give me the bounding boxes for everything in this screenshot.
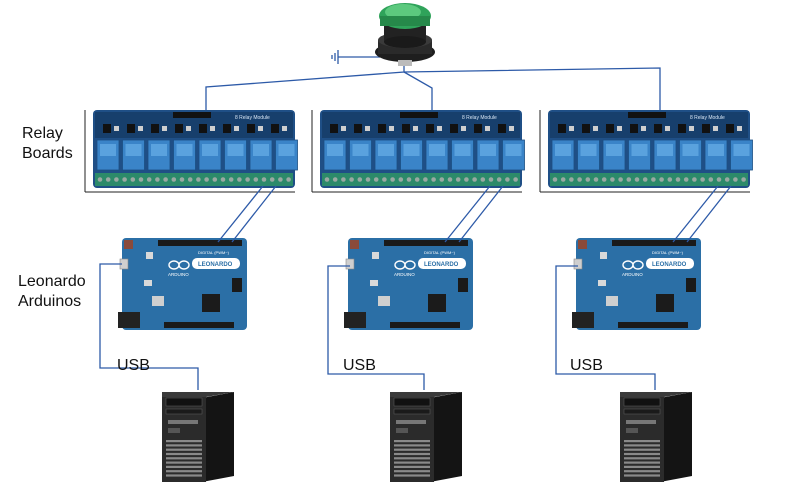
pc-grill (394, 440, 430, 477)
arduino-board-left: LEONARDO ARDUINO DIGITAL (PWM~) (118, 238, 247, 330)
arduino-model-text: LEONARDO (198, 262, 233, 268)
arduino-board-right: LEONARDO ARDUINO DIGITAL (PWM~) (572, 238, 701, 330)
wire-to-left-board (205, 66, 405, 110)
arduino-model-text: LEONARDO (424, 262, 459, 268)
leonardo-label-line2: Arduinos (18, 293, 82, 310)
relay-boards-label: Relay Boards (22, 124, 73, 164)
computer-left (162, 392, 234, 482)
relay-label-line1: Relay (22, 125, 63, 142)
usb-label-left: USB (117, 357, 150, 374)
arduino-logo-text: ARDUINO (168, 272, 189, 277)
wire-to-middle-board (403, 71, 433, 110)
pc-grill (624, 440, 660, 477)
usb-cables (99, 263, 656, 390)
relay-label-line2: Boards (22, 145, 73, 162)
usb-cable-left (99, 263, 199, 390)
usb-label-middle: USB (343, 357, 376, 374)
relay-board-middle: 8 Relay Module (311, 110, 525, 193)
wire-to-right-board (403, 67, 661, 110)
button-wires (205, 66, 661, 110)
computer-right (620, 392, 692, 482)
wire-right-a (672, 185, 719, 243)
wire-left-b (231, 185, 277, 243)
relay-silk-text: 8 Relay Module (462, 115, 497, 121)
arduino-boards: LEONARDO ARDUINO DIGITAL (PWM~) LEONARDO ARD… (118, 238, 701, 330)
relay-boards: 8 Relay Module 8 Relay Module 8 Relay Modu… (84, 110, 753, 193)
arduino-digital-text: DIGITAL (PWM~) (198, 250, 230, 255)
relay-arduino-wires (217, 185, 732, 243)
arduino-logo-text: ARDUINO (394, 272, 415, 277)
relay-silk-text: 8 Relay Module (690, 115, 725, 121)
wire-right-b (686, 185, 732, 243)
leonardo-label-line1: Leonardo (18, 273, 86, 290)
arduino-board-middle: LEONARDO ARDUINO DIGITAL (PWM~) (344, 238, 473, 330)
wire-middle-b (458, 185, 504, 243)
wire-middle-a (444, 185, 491, 243)
arduino-logo-text: ARDUINO (622, 272, 643, 277)
arduino-model-text: LEONARDO (652, 262, 687, 268)
computers (162, 392, 692, 482)
relay-silk-text: 8 Relay Module (235, 115, 270, 121)
usb-cable-right (555, 265, 656, 390)
wire-left-a (217, 185, 264, 243)
arduino-digital-text: DIGITAL (PWM~) (652, 250, 684, 255)
pc-grill (166, 440, 202, 477)
usb-cable-middle (327, 265, 425, 390)
relay-board-right: 8 Relay Module (539, 110, 753, 193)
arduino-digital-text: DIGITAL (PWM~) (424, 250, 456, 255)
leonardo-arduinos-label: Leonardo Arduinos (18, 272, 86, 312)
computer-middle (390, 392, 462, 482)
push-button (331, 3, 435, 66)
relay-board-left: 8 Relay Module (84, 110, 298, 193)
usb-label-right: USB (570, 357, 603, 374)
